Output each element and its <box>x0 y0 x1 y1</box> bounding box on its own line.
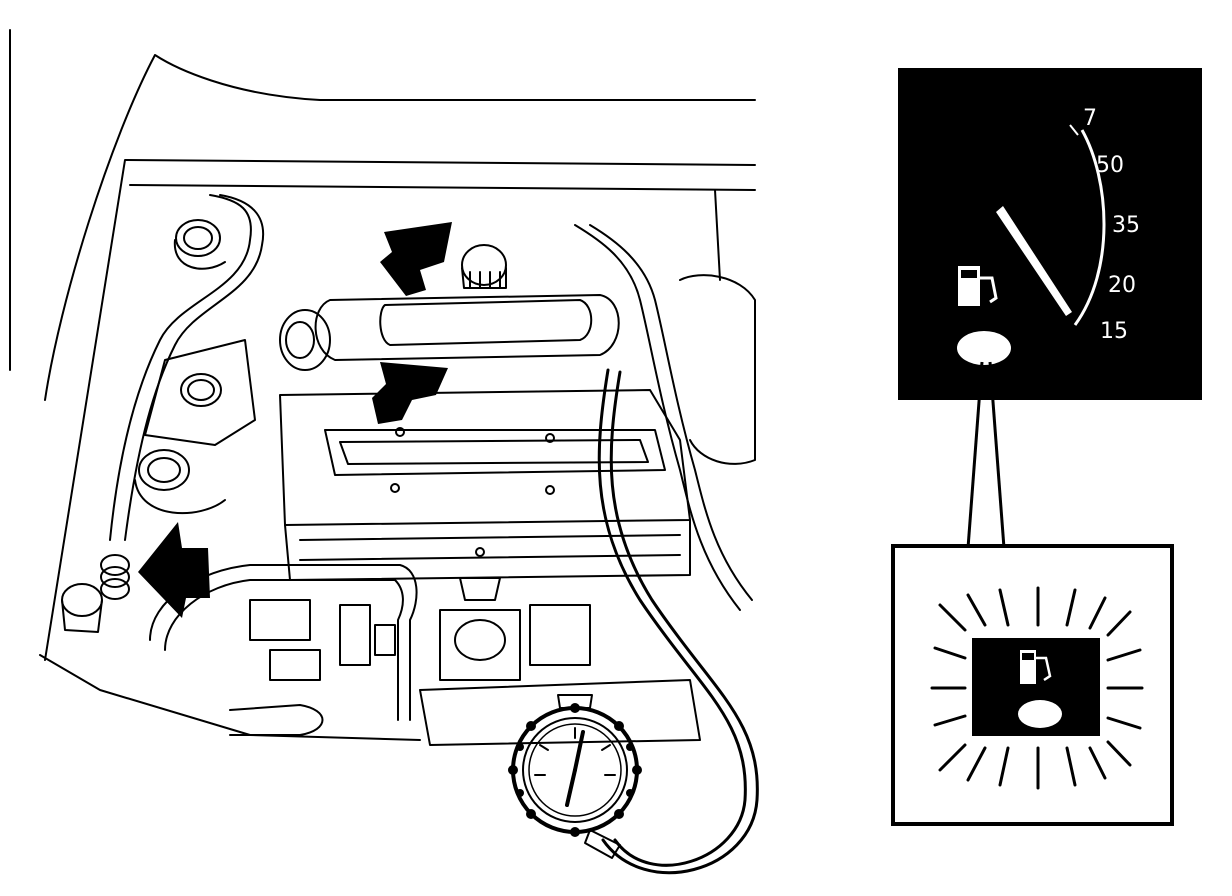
gauge-needle <box>996 206 1072 316</box>
arrow-icon-upper <box>380 222 452 296</box>
bay-front-edge <box>129 184 756 191</box>
gauge-tick-5: 15 <box>1100 319 1128 344</box>
gauge-arc <box>1073 129 1106 326</box>
callout-lines <box>966 361 1006 549</box>
lower-hose <box>229 704 324 736</box>
warning-lamp-box <box>891 544 1174 826</box>
gauge-tick-4: 20 <box>1108 273 1136 298</box>
fuel-pump-icon <box>958 266 998 306</box>
arrow-icons <box>138 222 452 618</box>
washer-reservoir <box>173 219 226 270</box>
gauge-tick-2: 50 <box>1096 153 1124 178</box>
coolant-tank <box>144 339 256 446</box>
fender-outline <box>39 654 421 741</box>
warning-lamp-icon <box>957 331 1011 365</box>
oil-filler-cap <box>461 244 507 289</box>
gauge-tick-1: 7 <box>1083 106 1097 131</box>
intake-plenum <box>314 294 620 361</box>
hose-clamps <box>100 554 130 600</box>
right-hose <box>574 224 741 611</box>
pressure-gauge-hose-inner <box>601 370 759 875</box>
fuel-gauge-panel: 7 50 35 20 15 <box>898 68 1202 400</box>
gauge-bezel <box>508 703 642 837</box>
gauge-tick-3: 35 <box>1112 213 1140 238</box>
pressure-gauge-hose <box>597 368 747 867</box>
warning-lamp-icon <box>1018 700 1062 728</box>
lamp-rays <box>930 586 1144 790</box>
left-hose-2 <box>124 194 265 541</box>
hood-edge-inner <box>44 159 756 661</box>
left-hose <box>109 194 252 541</box>
hood-outline <box>44 54 756 401</box>
throttle-body <box>279 309 331 371</box>
arrow-icon-lower <box>138 522 210 618</box>
battery-cap <box>61 583 103 633</box>
right-component-2 <box>714 189 721 281</box>
lower-components <box>249 577 701 746</box>
lower-pipe-2 <box>164 579 404 721</box>
brake-reservoir <box>134 449 226 515</box>
right-hose-2 <box>589 224 753 601</box>
fuel-pump-icon <box>1020 650 1052 684</box>
lower-pipe <box>149 564 418 721</box>
arrow-icon-middle <box>372 362 448 424</box>
right-component <box>679 274 756 465</box>
